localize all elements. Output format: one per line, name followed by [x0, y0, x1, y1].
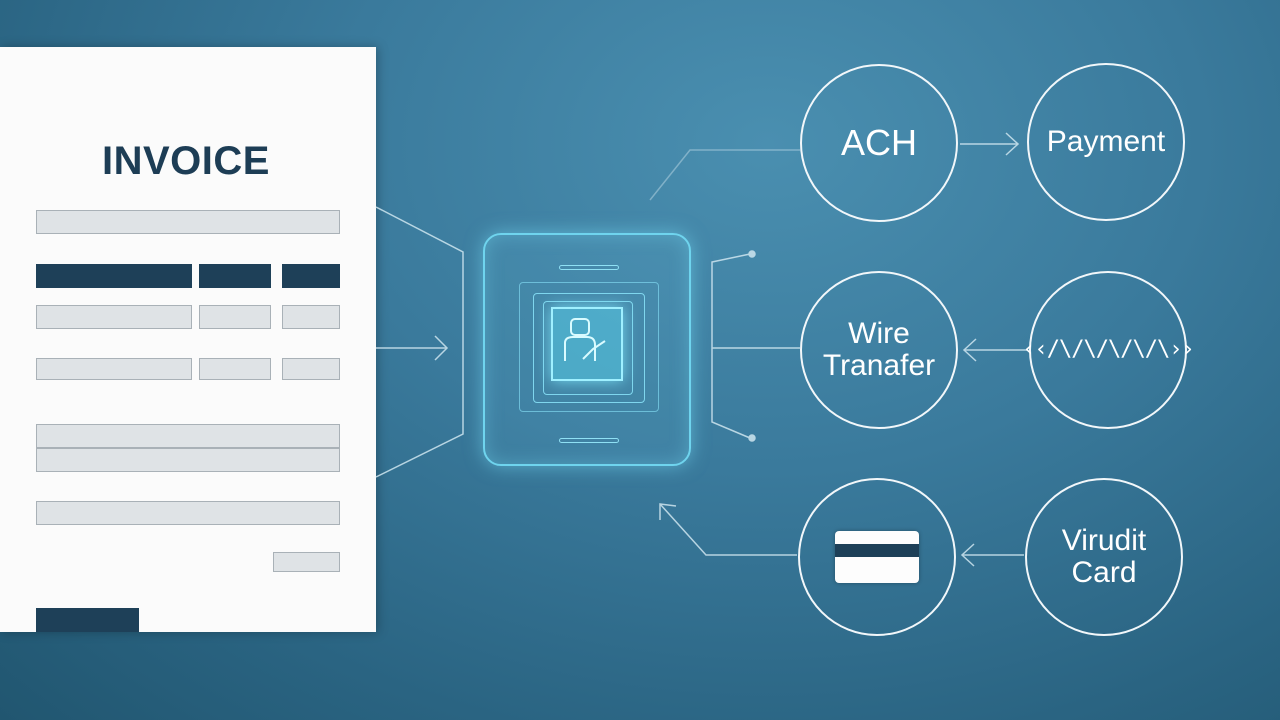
invoice-text-line — [36, 501, 340, 525]
invoice-document: INVOICE — [0, 47, 376, 632]
invoice-text-line — [36, 424, 340, 448]
invoice-table-header-cell — [199, 264, 271, 288]
invoice-table-header-cell — [36, 264, 192, 288]
credit-card-icon — [835, 531, 919, 583]
bracket-dot-bottom — [748, 434, 756, 442]
wire-transfer-line2: Tranafer — [822, 349, 936, 382]
chip-middle-ring — [533, 293, 645, 403]
ach-node[interactable]: ACH — [800, 64, 958, 222]
invoice-table-cell — [199, 358, 271, 380]
invoice-table-cell — [36, 358, 192, 380]
invoice-table-cell — [36, 305, 192, 329]
wire-transfer-line1: Wire — [848, 317, 910, 350]
virudit-card-text: Virudit Card — [1062, 525, 1147, 589]
chip-core — [551, 307, 623, 381]
invoice-to-chip-arrowhead — [434, 335, 449, 361]
invoice-title: INVOICE — [102, 139, 270, 183]
virudit-card-line1: Virudit — [1061, 524, 1147, 557]
card-to-chip-arrowhead — [659, 503, 677, 520]
invoice-header-line — [36, 210, 340, 234]
ach-label: ACH — [840, 122, 917, 163]
card-to-chip-line — [659, 503, 797, 556]
invoice-table-cell — [199, 305, 271, 329]
virudit-card-line2: Card — [1071, 556, 1137, 589]
bracket-dot-top — [748, 250, 756, 258]
virudit-to-card-arrowhead — [960, 543, 975, 567]
payment-label: Payment — [1046, 125, 1166, 158]
wire-transfer-text: Wire Tranafer — [823, 318, 935, 382]
wave-to-wire-arrowhead — [962, 338, 977, 362]
wave-signal-node[interactable]: ‹‹/\/\/\/\/\›› — [1022, 271, 1195, 429]
invoice-total-box — [273, 552, 340, 572]
virudit-card-node[interactable]: Virudit Card — [1025, 478, 1183, 636]
invoice-table-cell — [282, 305, 340, 329]
processor-chip — [483, 233, 691, 466]
wire-transfer-node[interactable]: Wire Tranafer — [800, 271, 958, 429]
user-check-chip-icon — [564, 318, 606, 361]
chip-outer-ring — [519, 282, 659, 412]
invoice-signature-bar — [36, 608, 139, 632]
funnel-upper-line — [375, 206, 464, 478]
wave-signal-icon: ‹‹/\/\/\/\/\›› — [1022, 337, 1194, 362]
invoice-table-cell — [282, 358, 340, 380]
card-magnetic-stripe — [835, 544, 919, 557]
chip-right-bracket — [711, 253, 751, 439]
ach-to-payment-arrowhead — [1005, 132, 1020, 156]
chip-bottom-slot — [559, 438, 619, 443]
chip-top-slot — [559, 265, 619, 270]
payment-node[interactable]: Payment — [1027, 63, 1185, 221]
invoice-text-line — [36, 448, 340, 472]
chip-inner-ring — [543, 301, 633, 395]
invoice-table-header-cell — [282, 264, 340, 288]
chip-to-ach-line — [649, 149, 800, 201]
credit-card-node[interactable] — [798, 478, 956, 636]
